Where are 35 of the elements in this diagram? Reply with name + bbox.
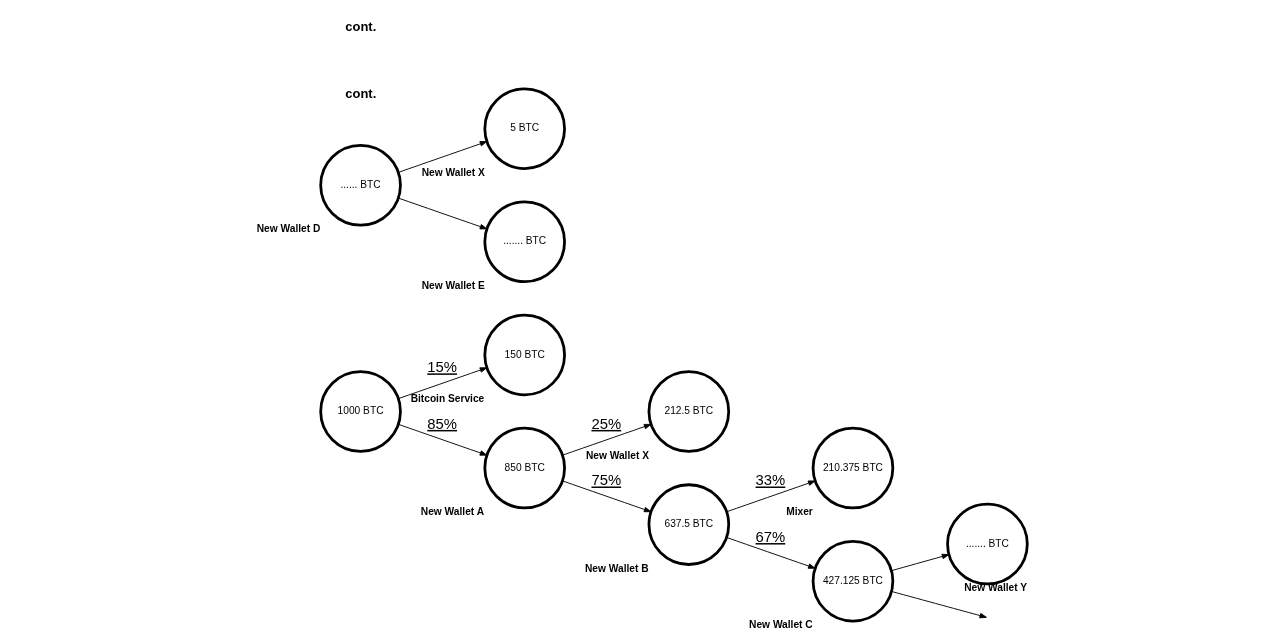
node-circle: 210.375 BTC — [811, 426, 895, 510]
node-circle: 427.125 BTC — [811, 539, 895, 623]
node-label: Bitcoin Service — [410, 393, 485, 405]
node-label: New Wallet X — [421, 166, 485, 178]
node-circle: 1000 BTC — [319, 370, 402, 453]
node-circle: 150 BTC — [483, 313, 566, 397]
node-circle: ....... BTC — [483, 200, 566, 284]
node-circle: 637.5 BTC — [647, 483, 731, 566]
edge-label: 25% — [591, 415, 622, 432]
edge-label: 33% — [755, 472, 786, 489]
node-circle: ...... BTC — [319, 143, 402, 227]
node-label: New Wallet A — [420, 506, 485, 518]
node-label: New Wallet X — [585, 449, 649, 461]
arrow — [398, 141, 488, 173]
arrow — [398, 424, 488, 456]
label: cont. — [345, 85, 377, 101]
node-label: New Wallet E — [421, 279, 485, 291]
edge-label: 67% — [755, 529, 786, 546]
arrow — [398, 197, 488, 230]
node-label: Mixer — [786, 506, 813, 518]
arrow — [891, 590, 987, 619]
edge-label: 75% — [591, 472, 622, 489]
node-label: New Wallet C — [749, 619, 813, 631]
arrow — [562, 423, 652, 456]
arrow — [726, 537, 816, 569]
label: cont. — [345, 19, 377, 35]
edge-label: 15% — [427, 359, 458, 376]
arrow — [726, 480, 816, 513]
node-circle: 850 BTC — [483, 426, 566, 510]
node-label: New Wallet B — [584, 562, 649, 574]
arrow — [891, 553, 950, 572]
arrow — [398, 367, 488, 399]
arrow — [562, 480, 652, 513]
node-label: New Wallet D — [256, 223, 321, 235]
edge-label: 85% — [427, 415, 458, 432]
